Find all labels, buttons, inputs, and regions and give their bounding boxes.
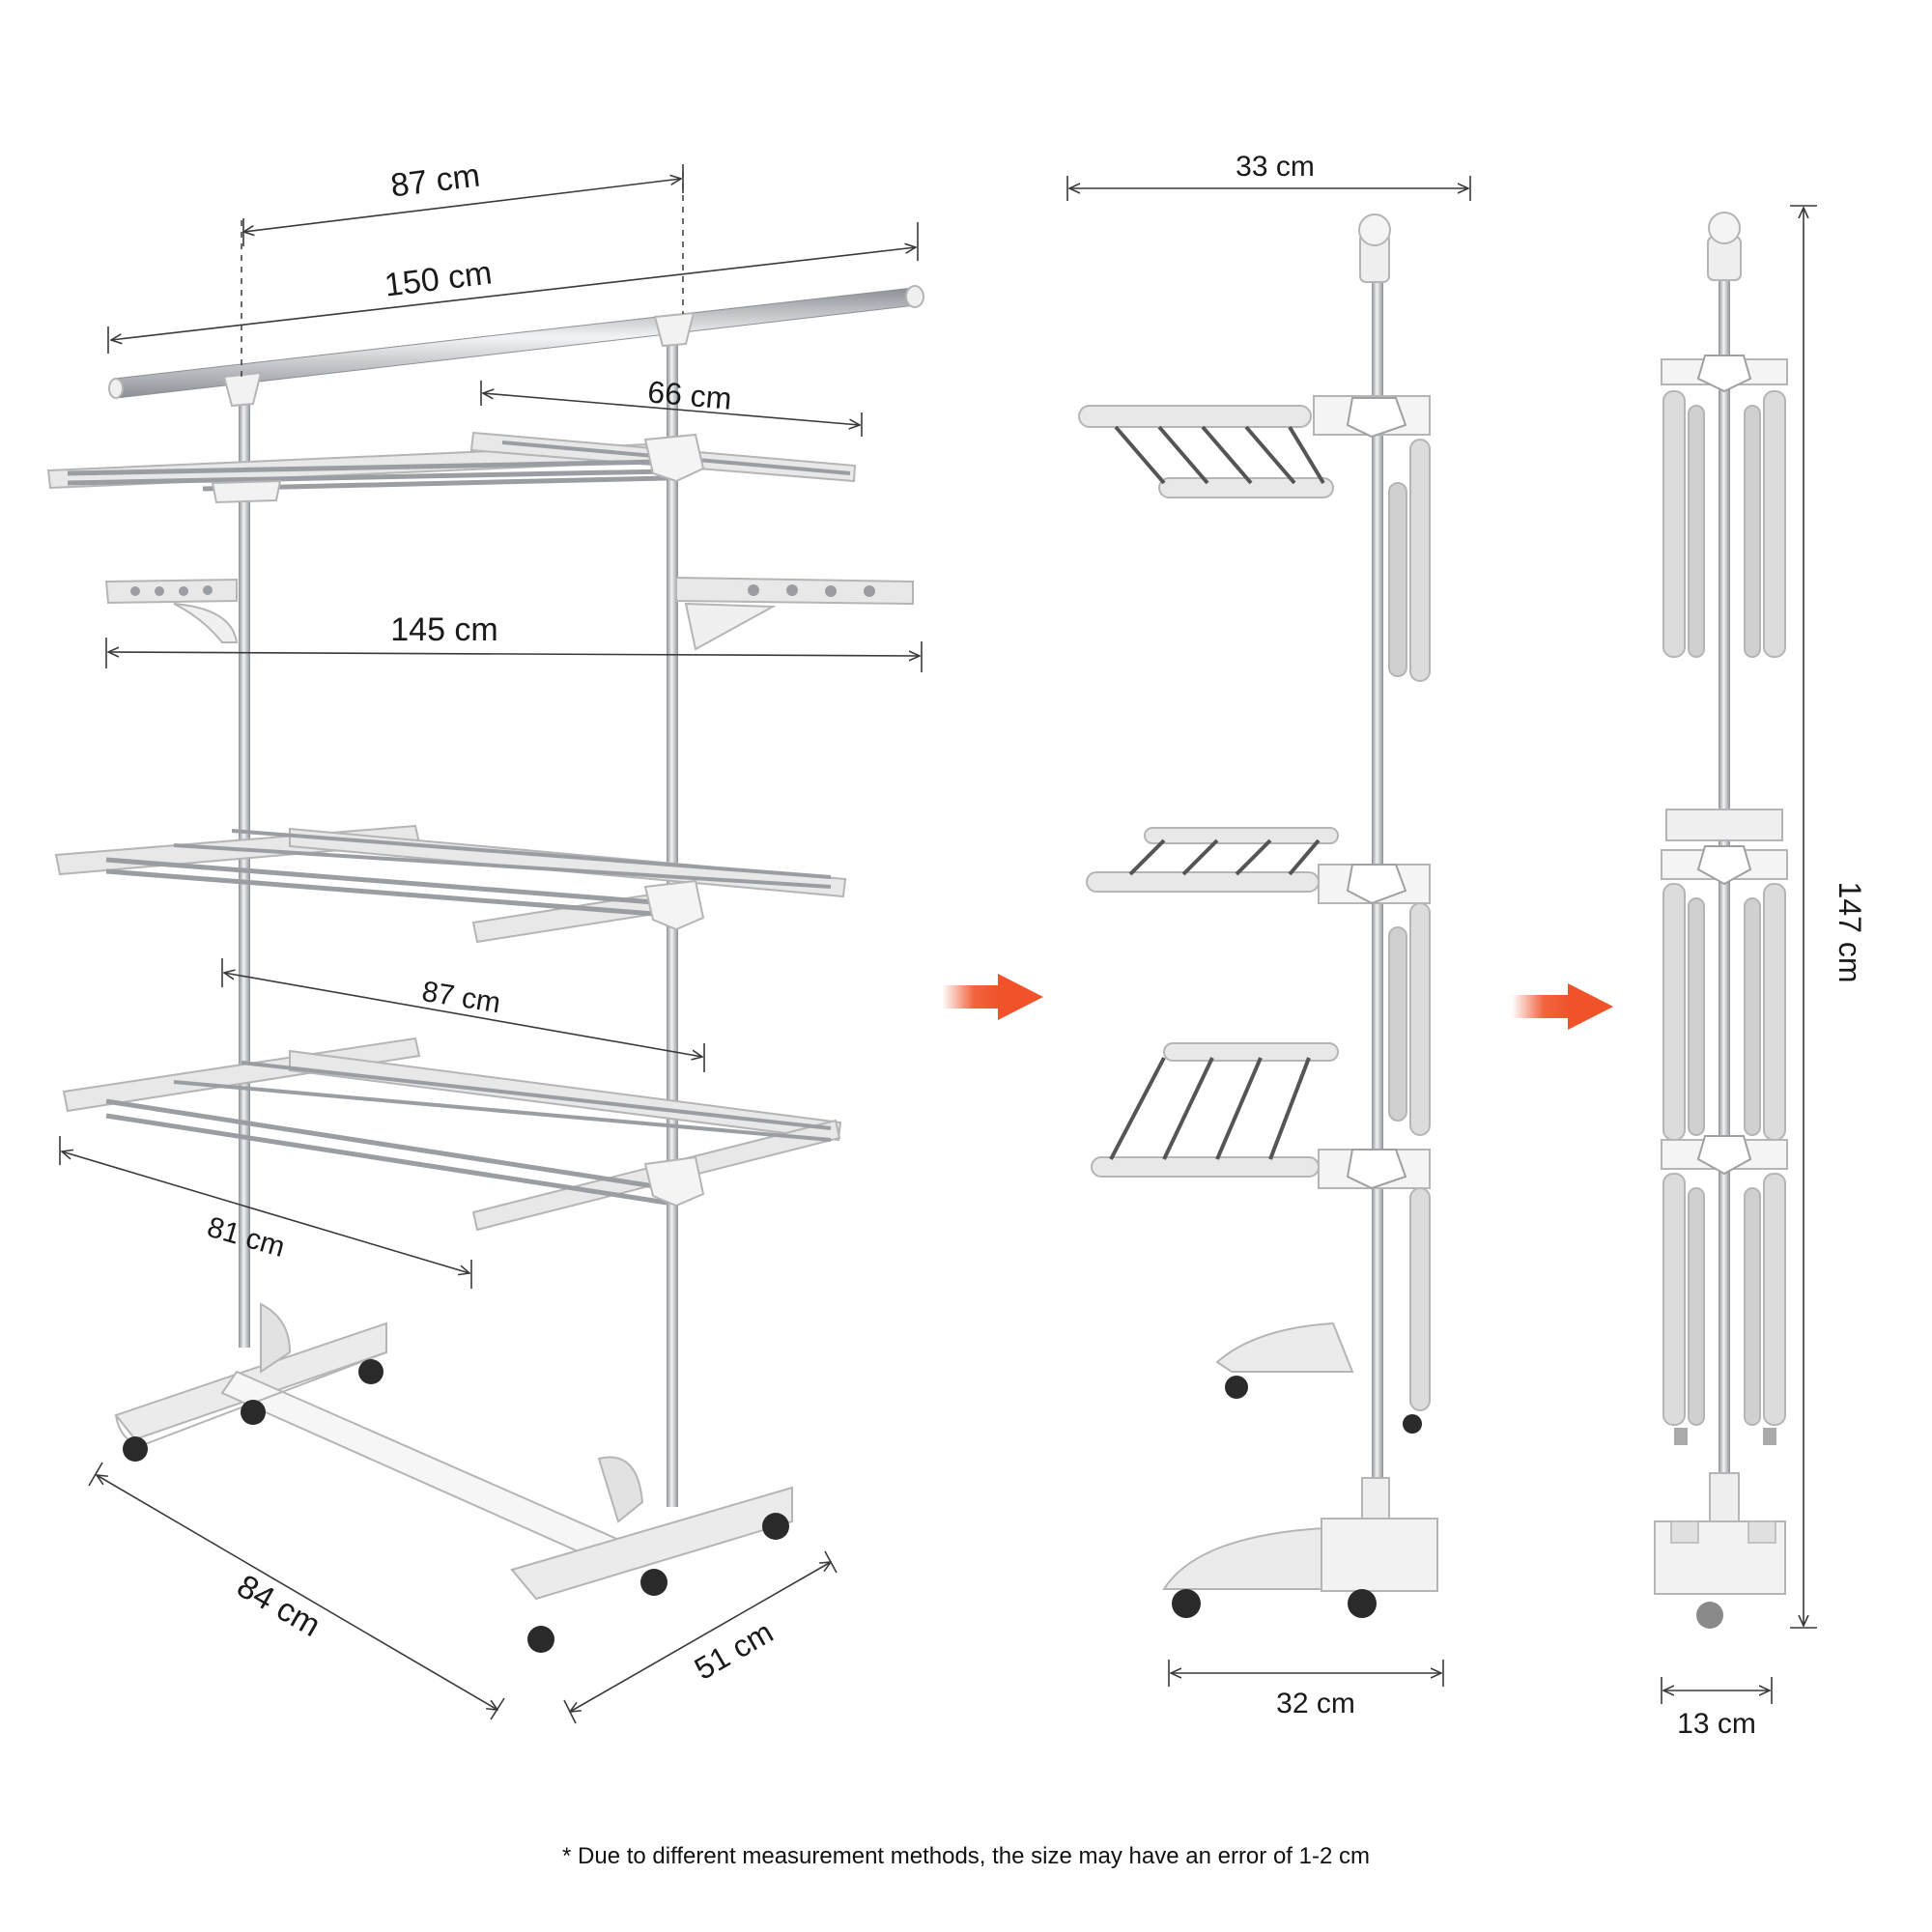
dim-folded-width: 13 cm bbox=[1677, 1708, 1756, 1740]
dim-base-width: 51 cm bbox=[689, 1614, 779, 1687]
wheel bbox=[1172, 1589, 1201, 1618]
expanded-rack-view: 87 cm 150 cm 66 cm 145 cm 87 cm 81 cm 84… bbox=[46, 157, 924, 1724]
side-lower-arm bbox=[1091, 1042, 1431, 1411]
wheel bbox=[762, 1513, 789, 1540]
dimension-lines-folded bbox=[1661, 205, 1817, 1704]
dim-height: 147 cm bbox=[1833, 882, 1867, 983]
top-shelf bbox=[46, 431, 857, 504]
middle-wings bbox=[104, 576, 914, 651]
folded-lower-section bbox=[1661, 1135, 1788, 1445]
wheel bbox=[1225, 1376, 1248, 1399]
lower-shelf-1 bbox=[54, 824, 847, 944]
wheel bbox=[1403, 1414, 1422, 1434]
orange-right-arrow-icon bbox=[942, 974, 1043, 1020]
folded-base bbox=[1654, 1472, 1786, 1629]
dim-middle-width: 145 cm bbox=[390, 611, 498, 648]
wheel bbox=[1696, 1602, 1723, 1629]
side-base bbox=[1162, 1321, 1438, 1618]
dim-top-bar-length: 150 cm bbox=[383, 254, 494, 303]
wheel bbox=[241, 1400, 266, 1425]
folded-middle-section bbox=[1661, 809, 1788, 1141]
wheel bbox=[358, 1359, 384, 1384]
measurement-footnote: * Due to different measurement methods, … bbox=[562, 1843, 1370, 1869]
side-top-arm bbox=[1078, 395, 1431, 682]
folded-rack-view: 147 cm 13 cm bbox=[1654, 205, 1867, 1740]
dim-side-base-width: 32 cm bbox=[1276, 1688, 1355, 1719]
dim-side-top-width: 33 cm bbox=[1236, 151, 1315, 183]
left-upright-pole bbox=[239, 382, 250, 1348]
folded-top-section bbox=[1661, 355, 1788, 658]
wheel bbox=[1348, 1589, 1377, 1618]
folded-pole bbox=[1719, 270, 1730, 1555]
dim-base-length: 84 cm bbox=[231, 1568, 327, 1644]
dim-top-wing: 66 cm bbox=[646, 374, 733, 415]
wheel bbox=[640, 1569, 668, 1596]
wheel bbox=[123, 1436, 148, 1462]
orange-right-arrow-icon bbox=[1512, 983, 1613, 1030]
dim-shelf-span: 87 cm bbox=[420, 976, 503, 1019]
dim-top-bar-span: 87 cm bbox=[388, 157, 482, 205]
dimension-lines-left bbox=[59, 164, 923, 1724]
side-middle-arm bbox=[1086, 827, 1431, 1136]
top-hanging-bar bbox=[108, 285, 924, 408]
lower-shelf-2 bbox=[62, 1037, 842, 1232]
side-view-rack: 33 cm 32 cm bbox=[1066, 151, 1471, 1719]
rack-base bbox=[114, 1302, 793, 1653]
wheel bbox=[527, 1626, 554, 1653]
dimension-lines-side bbox=[1066, 176, 1471, 1687]
